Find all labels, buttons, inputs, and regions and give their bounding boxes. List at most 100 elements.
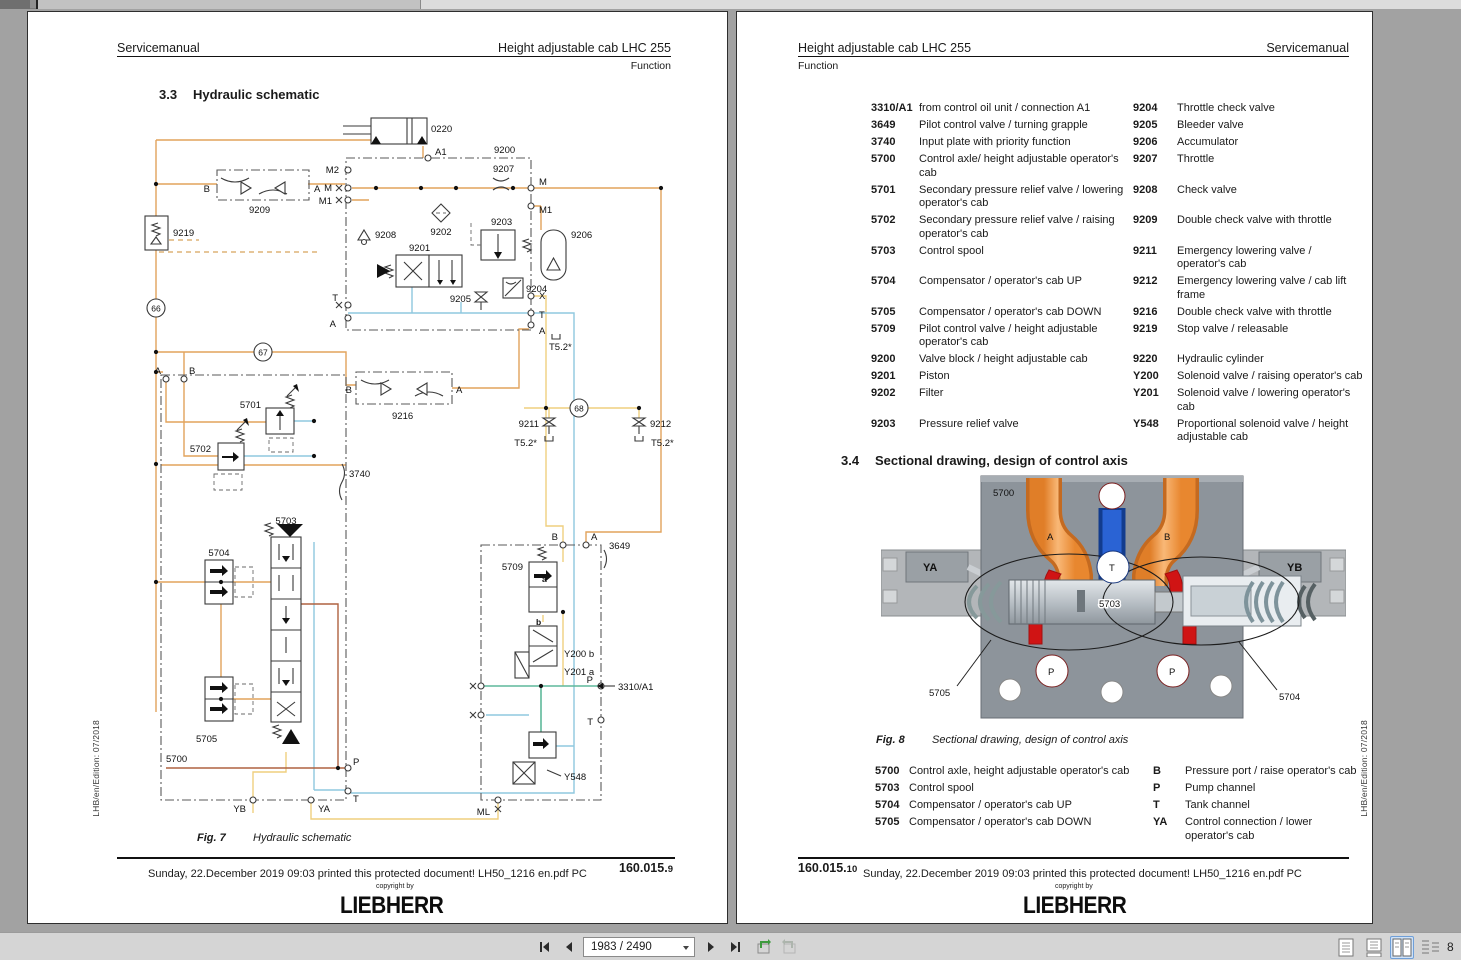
- compensator-5704-ellipse: [1102, 556, 1300, 646]
- zoom-level-partial[interactable]: 8: [1447, 940, 1454, 954]
- part-description: Filter: [919, 387, 944, 399]
- part-description: Piston: [919, 370, 950, 382]
- tab-strip-segment: [36, 0, 421, 9]
- label-m1: M1: [319, 196, 332, 207]
- parts-row: 3740 Input plate with priority function …: [871, 136, 1363, 153]
- legend-description: Compensator / operator's cab DOWN: [909, 816, 1092, 828]
- part-code: Y200: [1133, 370, 1159, 382]
- label-m1-right: M1: [539, 205, 552, 216]
- footer-rule: [798, 857, 1349, 859]
- hydraulic-schematic: 0220 A1 9200 B A 9209 9219 66 M2 M M1: [144, 117, 674, 820]
- label-9204: 9204: [526, 284, 547, 295]
- tab-strip-segment: [0, 0, 30, 9]
- label-3649-b: B: [552, 532, 558, 543]
- label-a-right: A: [539, 326, 546, 337]
- label-3310a1: 3310/A1: [618, 682, 653, 693]
- label-9216-b: B: [346, 385, 352, 396]
- label-9219: 9219: [173, 228, 194, 239]
- label-9200: 9200: [494, 145, 515, 156]
- part-description: Double check valve with throttle: [1177, 214, 1332, 226]
- figure-caption-text: Hydraulic schematic: [253, 832, 352, 844]
- first-page-button[interactable]: [534, 936, 556, 958]
- parts-row: 5700 Control axle/ height adjustable ope…: [871, 153, 1363, 184]
- part-code: 5709: [871, 322, 896, 335]
- next-page-button[interactable]: [700, 936, 722, 958]
- label-9202: 9202: [430, 227, 451, 238]
- part-code: 9205: [1133, 119, 1158, 131]
- label-9207: 9207: [493, 164, 514, 175]
- part-description: Secondary pressure relief valve / raisin…: [919, 214, 1115, 240]
- double-check-valve-9216: B A 9216: [346, 379, 463, 422]
- pilot-control-3649: B A 3649 a b 5709 Y200 b Y201 a P 3310/A…: [469, 532, 653, 818]
- legend-description: Pump channel: [1185, 782, 1256, 794]
- legend-description: Control connection / lower operator's ca…: [1185, 816, 1313, 842]
- parts-table: 3310/A1 from control oil unit / connecti…: [871, 102, 1363, 448]
- part-code: Y201: [1133, 387, 1159, 399]
- label-67: 67: [258, 348, 268, 358]
- label-5700-b: B: [189, 366, 195, 377]
- part-description: Accumulator: [1177, 136, 1239, 148]
- label-5703: 5703: [1099, 599, 1120, 610]
- label-9216-a: A: [456, 385, 463, 396]
- label-9212: 9212: [650, 419, 671, 430]
- part-description: Control spool: [919, 244, 984, 257]
- legend-row: 5703 Control spool P Pump channel: [875, 782, 1363, 799]
- parts-row: 9202 Filter Y201 Solenoid valve / loweri…: [871, 387, 1363, 418]
- part-code: 9209: [1133, 214, 1158, 226]
- next-view-button[interactable]: [778, 936, 800, 958]
- legend-code: B: [1153, 765, 1161, 777]
- label-9201: 9201: [409, 243, 430, 254]
- page-number-field[interactable]: 1983 / 2490: [583, 937, 695, 957]
- part-description: Compensator / operator's cab DOWN: [919, 305, 1102, 318]
- part-description: Input plate with priority function: [919, 136, 1071, 148]
- two-page-layout-button[interactable]: [1390, 936, 1414, 959]
- line-marker-66: 66: [146, 298, 166, 318]
- part-description: Stop valve / releasable: [1177, 322, 1289, 335]
- label-y200: Y200 b: [564, 649, 594, 660]
- pilot-valve-9201: 9201: [377, 243, 463, 288]
- previous-page-button[interactable]: [558, 936, 580, 958]
- parts-row: 5703 Control spool 9211 Emergency loweri…: [871, 245, 1363, 276]
- legend-code: 5704: [875, 799, 900, 811]
- part-description: Hydraulic cylinder: [1177, 353, 1264, 365]
- part-description: Solenoid valve / raising operator's cab: [1177, 370, 1363, 382]
- legend-code: P: [1153, 782, 1161, 794]
- two-page-continuous-layout-button[interactable]: [1418, 936, 1442, 959]
- part-code: 9219: [1133, 322, 1158, 335]
- part-description: Secondary pressure relief valve / loweri…: [919, 183, 1124, 210]
- label-a-small: a: [542, 574, 547, 584]
- pilot-lines-orange: [155, 139, 662, 712]
- page-code: 160.015.10: [798, 861, 858, 875]
- tab-strip-segment: [421, 0, 1461, 9]
- previous-view-button[interactable]: [752, 936, 774, 958]
- part-description: from control oil unit / connection A1: [919, 102, 1091, 114]
- part-code: 9216: [1133, 305, 1158, 318]
- pressure-relief-9203: 9203: [470, 217, 532, 261]
- label-t52-c: T5.2*: [651, 438, 674, 449]
- spool-assembly: [964, 553, 1317, 651]
- label-ml: ML: [477, 807, 490, 818]
- chevron-down-icon[interactable]: [683, 946, 689, 950]
- legend-code: 5703: [875, 782, 900, 794]
- figure-caption-text: Sectional drawing, design of control axi…: [932, 734, 1129, 746]
- part-description: Emergency lowering valve / cab lift fram…: [1177, 275, 1347, 301]
- label-a-left: A: [330, 319, 337, 330]
- section-number: 3.4: [841, 453, 860, 468]
- double-check-valve-9209: B A 9209: [204, 177, 321, 216]
- last-page-button[interactable]: [724, 936, 746, 958]
- parts-row: 9201 Piston Y200 Solenoid valve / raisin…: [871, 370, 1363, 387]
- label-66: 66: [151, 304, 161, 314]
- label-9206: 9206: [571, 230, 592, 241]
- label-5705: 5705: [929, 688, 950, 699]
- continuous-layout-button[interactable]: [1362, 936, 1386, 959]
- label-t-left: T: [332, 293, 338, 304]
- parts-row: 5702 Secondary pressure relief valve / r…: [871, 214, 1363, 245]
- section-number: 3.3: [159, 87, 178, 102]
- label-68: 68: [574, 404, 584, 414]
- label-yb: YB: [233, 804, 246, 815]
- part-code: 3310/A1: [871, 102, 913, 114]
- single-page-layout-button[interactable]: [1334, 936, 1358, 959]
